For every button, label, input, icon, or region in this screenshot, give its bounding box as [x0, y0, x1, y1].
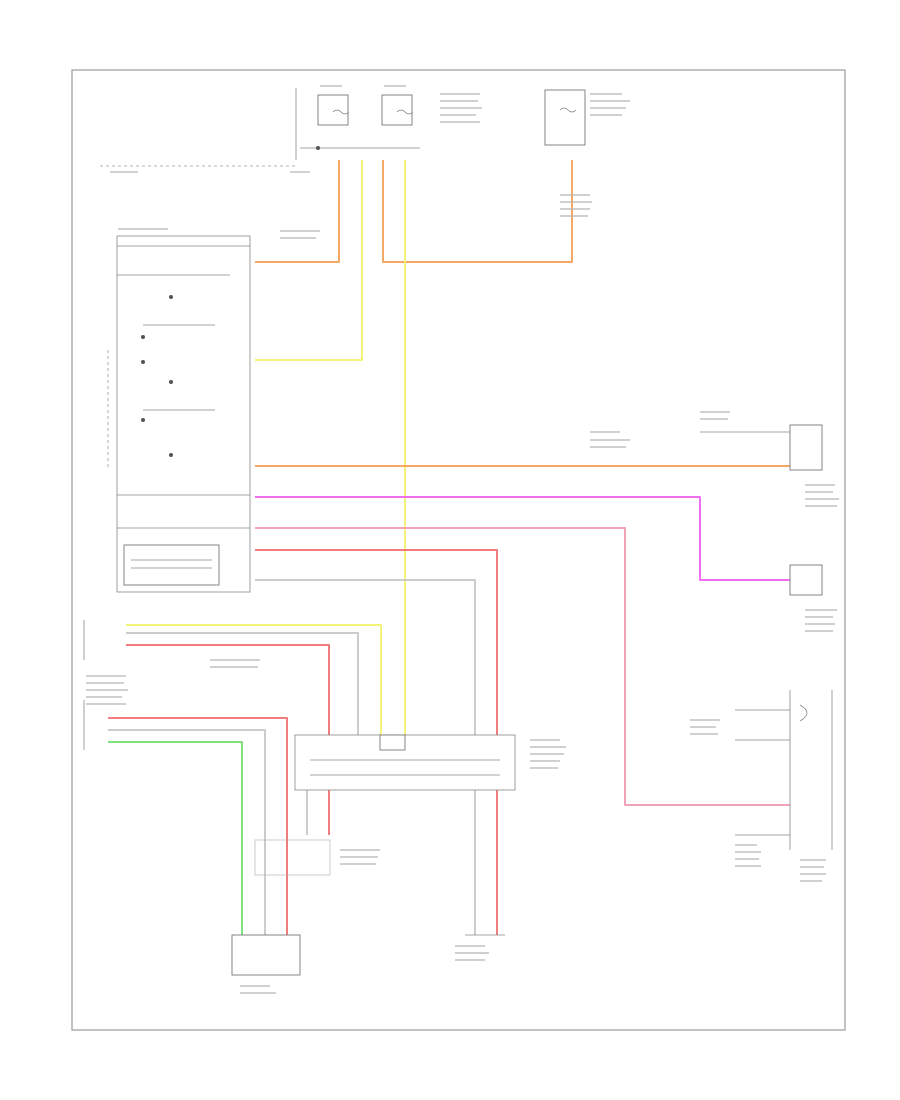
body-control-unit	[116, 235, 251, 593]
unit-switch-dot-4	[169, 380, 173, 384]
wire-white-harness	[255, 579, 476, 735]
fuse-block-ground-dot	[316, 146, 320, 150]
unit-label-box	[123, 544, 220, 586]
bottom-left-splice-box	[254, 839, 331, 876]
wire-magenta	[255, 496, 790, 581]
bottom-left-component	[231, 934, 301, 976]
fuse-left-icon	[332, 109, 350, 115]
wire-orange-fuse-to-unit	[255, 160, 340, 263]
wire-yellow-left	[126, 624, 382, 735]
wire-red-lower	[108, 717, 288, 950]
labels	[86, 85, 839, 994]
switch-right-bottom-contact	[799, 704, 808, 722]
relay-box-top-right	[544, 89, 586, 146]
wire-green-lower	[108, 741, 243, 950]
structure	[83, 88, 833, 976]
wire-white-left	[126, 632, 359, 735]
fuse-right-icon	[396, 109, 414, 115]
wire-pink-long	[255, 527, 790, 806]
fuse-left-box	[317, 94, 349, 126]
wire-yellow-short	[255, 160, 363, 361]
diagram-frame	[71, 69, 846, 1031]
wire-orange-fuse-right	[382, 160, 573, 263]
switch-right-top	[789, 424, 823, 471]
unit-switch-dot-2	[141, 335, 145, 339]
unit-switch-dot-3	[141, 360, 145, 364]
wires	[108, 160, 790, 950]
wire-white-lower	[108, 729, 266, 950]
relay-fuse-icon	[559, 107, 577, 113]
switch-right-mid	[789, 564, 823, 596]
fuse-right-box	[381, 94, 413, 126]
wire-red-left	[126, 644, 330, 735]
unit-switch-dot-5	[141, 418, 145, 422]
harness-yellow-terminal	[379, 734, 406, 751]
unit-switch-dot-1	[169, 295, 173, 299]
wire-red-harness	[255, 549, 498, 735]
unit-switch-dot-6	[169, 453, 173, 457]
